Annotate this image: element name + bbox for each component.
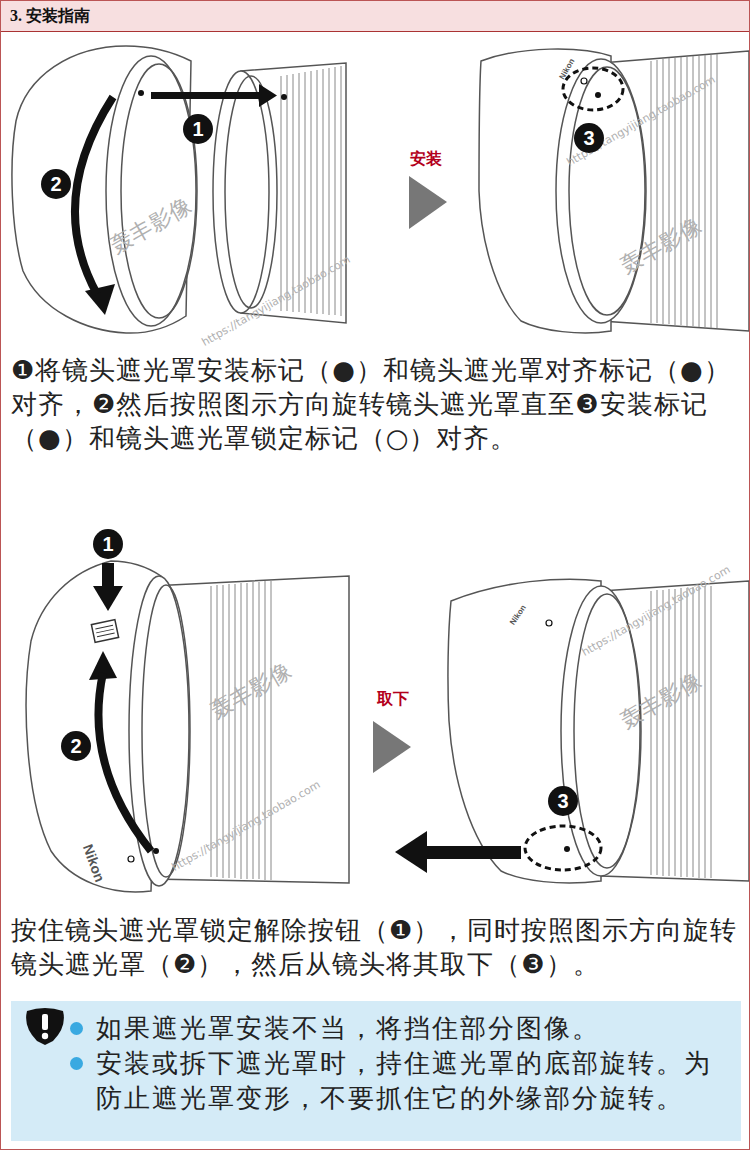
bullet-dot	[70, 1057, 83, 1070]
note-text: 如果遮光罩安装不当，将挡住部分图像。	[96, 1011, 733, 1046]
callout-number: 3	[574, 123, 604, 153]
warning-icon	[23, 1007, 67, 1047]
callout-number: 3	[548, 786, 578, 816]
note-box: 如果遮光罩安装不当，将挡住部分图像。安装或拆下遮光罩时，持住遮光罩的底部旋转。为…	[11, 1001, 741, 1141]
instruction-text: ❶将镜头遮光罩安装标记（●）和镜头遮光罩对齐标记（●）对齐，❷然后按照图示方向旋…	[11, 353, 746, 455]
callout-number: 2	[41, 169, 71, 199]
callout-number: 1	[183, 114, 213, 144]
step-label: 取下	[377, 689, 409, 710]
callout-number: 2	[61, 731, 91, 761]
callout-number: 1	[93, 529, 123, 559]
bullet-dot	[70, 1022, 83, 1035]
note-text: 安装或拆下遮光罩时，持住遮光罩的底部旋转。为防止遮光罩变形，不要抓住它的外缘部分…	[96, 1046, 733, 1116]
instruction-text: 按住镜头遮光罩锁定解除按钮（❶），同时按照图示方向旋转镜头遮光罩（❷），然后从镜…	[11, 913, 746, 981]
header-band: 3. 安装指南	[1, 1, 749, 32]
page-title: 3. 安装指南	[1, 1, 749, 27]
step-label: 安装	[410, 149, 442, 170]
